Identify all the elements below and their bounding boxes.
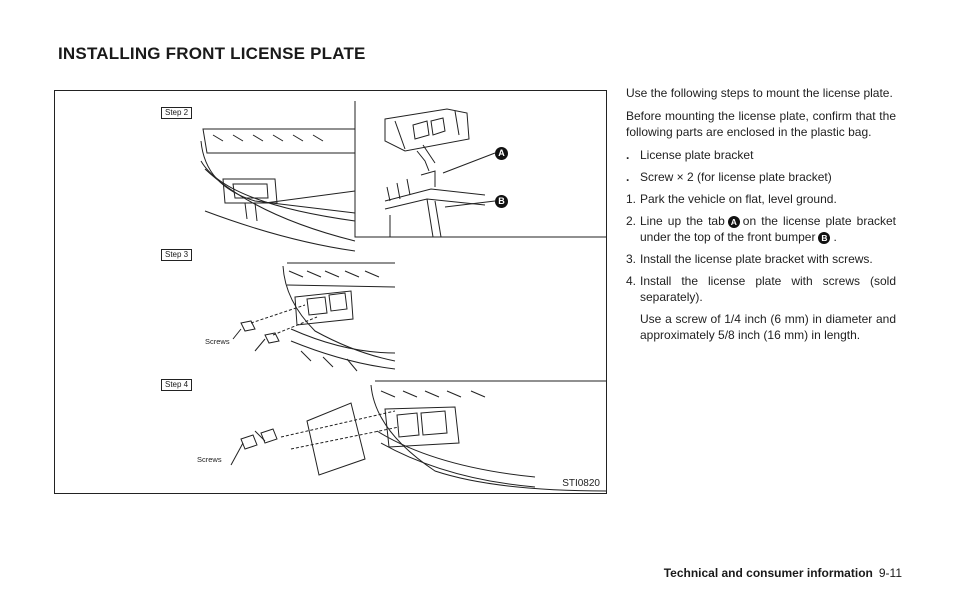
step-number: 1. [626,192,637,206]
step2-inset-drawing [384,108,496,238]
part-item-text: License plate bracket [640,148,754,162]
step3-bracket-drawing [232,262,396,372]
callout-b-icon: B [495,195,508,208]
list-item: . License plate bracket [626,147,896,163]
callout-a-icon: A [495,147,508,160]
page-footer: Technical and consumer information 9-11 [664,566,902,580]
parts-intro-paragraph: Before mounting the license plate, confi… [626,109,896,139]
step-4-label: Step 4 [161,379,193,391]
bullet-icon: . [626,148,630,162]
intro-paragraph: Use the following steps to mount the lic… [626,86,893,100]
step-text: Install the license plate with screws (s… [640,273,896,343]
step-item: 3. Install the license plate bracket wit… [626,251,896,267]
instructions-column: Use the following steps to mount the lic… [626,85,896,349]
step-3-label: Step 3 [161,249,193,261]
installation-figure: Step 2 Step 3 Step 4 Screws Screws A B S… [54,90,607,494]
step-text: Install the license plate bracket with s… [640,252,873,266]
step-number: 3. [626,252,637,266]
step2-bumper-drawing [200,101,606,252]
step-text-part: on the license plate bracket under the t… [640,214,897,244]
figure-id: STI0820 [562,478,600,489]
step-note: Use a screw of 1/4 inch (6 mm) in diamet… [640,312,896,342]
footer-section: Technical and consumer information [663,566,873,580]
step4-plate-drawing [230,380,606,492]
screws-label-step3: Screws [205,337,230,346]
screws-label-step4: Screws [197,455,222,464]
page-number: 9-11 [878,566,902,580]
step-text-part: Line up the tab [640,214,725,228]
callout-a-icon: A [727,215,740,228]
callout-b-icon: B [818,231,831,244]
step-text-part: . [833,230,837,244]
step-text: Park the vehicle on flat, level ground. [640,192,837,206]
step-2-label: Step 2 [161,107,193,119]
list-item: . Screw × 2 (for license plate bracket) [626,169,896,185]
step-item: 1. Park the vehicle on flat, level groun… [626,191,896,207]
step-number: 2. [626,214,637,228]
step-number: 4. [626,274,637,288]
step-item: 4. Install the license plate with screws… [626,273,896,343]
step-text-part: Install the license plate with screws (s… [640,274,896,304]
bullet-icon: . [626,170,630,184]
page-title: INSTALLING FRONT LICENSE PLATE [58,44,366,63]
installation-illustration [200,101,606,492]
part-item-text: Screw × 2 (for license plate bracket) [640,170,832,184]
